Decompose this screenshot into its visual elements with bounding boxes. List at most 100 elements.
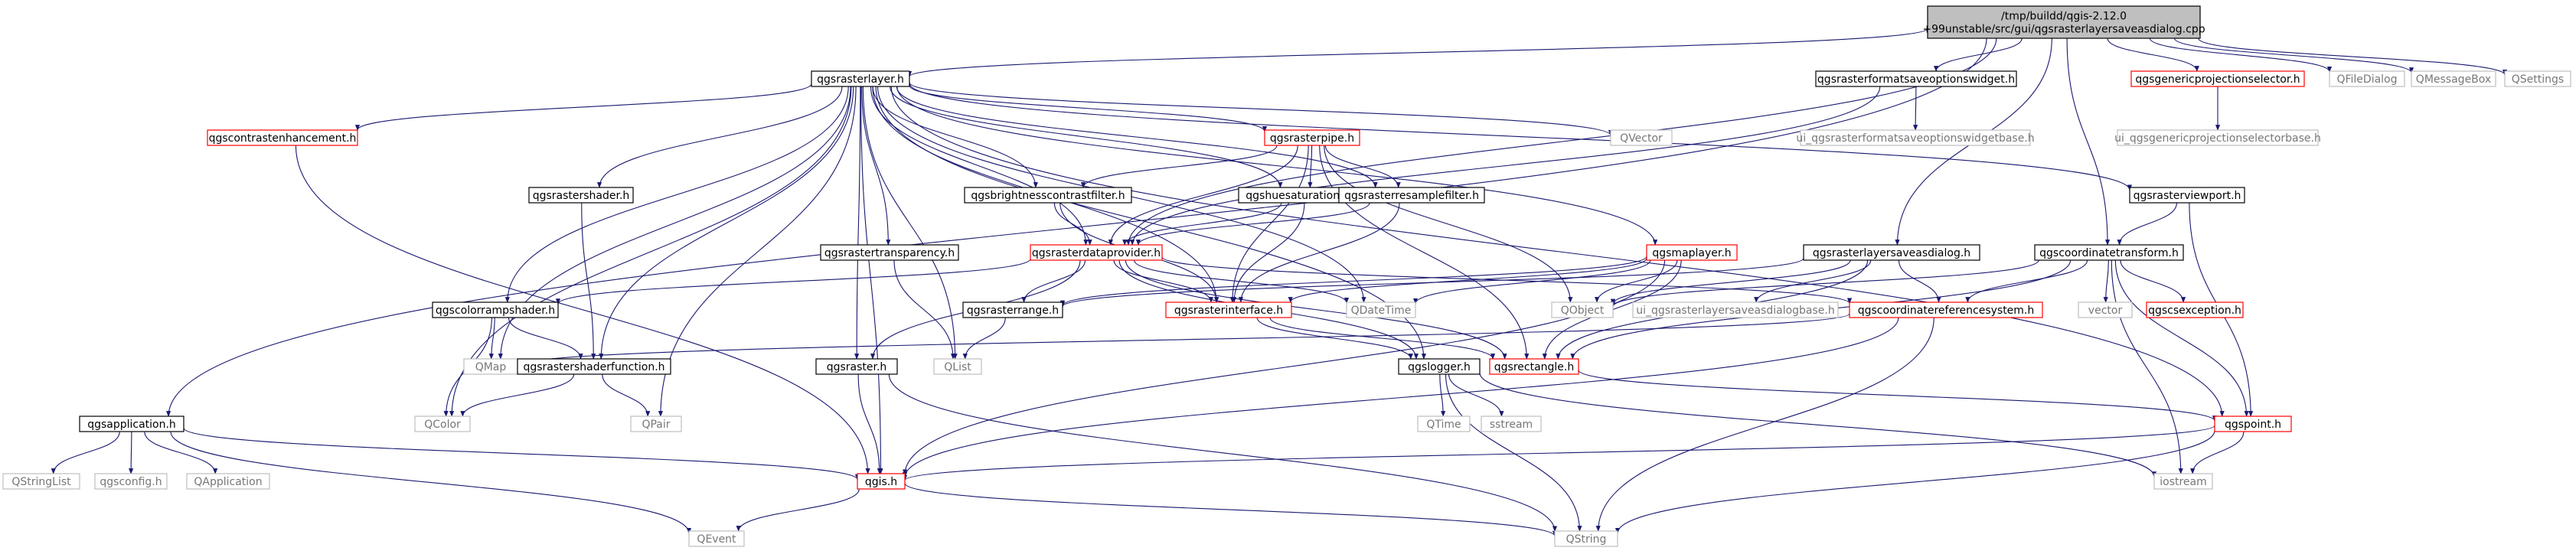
- node-box: [1551, 301, 1614, 318]
- node-qgsrasterpipe[interactable]: qgsrasterpipe.h: [1264, 129, 1360, 146]
- edge-qgsrastershaderfunction-to-qpair: [602, 373, 651, 417]
- node-qgsapplication[interactable]: qgsapplication.h: [79, 416, 184, 432]
- node-box: [1264, 129, 1360, 146]
- node-label: QSettings: [2512, 73, 2564, 86]
- node-qgsrastershaderfunction[interactable]: qgsrastershaderfunction.h: [517, 358, 671, 375]
- node-qsettings: QSettings: [2504, 70, 2571, 87]
- edge-qgsrasterlayer-to-qgscontrastenhancement: [355, 83, 812, 131]
- node-label: qgsrasterdataprovider.h: [1032, 247, 1161, 259]
- node-label: qgsmaplayer.h: [1652, 247, 1731, 259]
- node-label: sstream: [1490, 419, 1533, 431]
- node-qcolor: QColor: [414, 416, 471, 432]
- edge-qgsrasterlayer-to-qpair: [658, 86, 857, 417]
- node-qgscontrastenhancement[interactable]: qgscontrastenhancement.h: [207, 129, 358, 146]
- edge-qgis-to-qstring: [904, 483, 1557, 537]
- edge-qgsapplication-to-qgis: [183, 427, 860, 481]
- node-qevent: QEvent: [688, 530, 745, 547]
- node-box: [1803, 244, 1980, 261]
- node-box: [2034, 244, 2184, 261]
- node-label: qgscoordinatetransform.h: [2039, 247, 2179, 259]
- node-qmessagebox: QMessageBox: [2411, 70, 2496, 87]
- node-qmap: QMap: [463, 358, 518, 375]
- node-qgspoint[interactable]: qgspoint.h: [2214, 416, 2292, 432]
- node-qobject: QObject: [1551, 301, 1614, 318]
- node-qgsrasterlayersaveasdialog[interactable]: qgsrasterlayersaveasdialog.h: [1803, 244, 1980, 261]
- edge-qgsrasterformatsaveoptionswidget-to-qgsrasterdataprovider: [1130, 86, 1881, 246]
- edge-qgsrasterpipe-to-qgsrasterresamplefilter: [1324, 145, 1401, 188]
- node-qgsrasterresamplefilter[interactable]: qgsrasterresamplefilter.h: [1338, 187, 1485, 204]
- node-root[interactable]: /tmp/buildd/qgis-2.12.0+99unstable/src/g…: [1922, 5, 2205, 39]
- node-qgis[interactable]: qgis.h: [857, 473, 906, 490]
- node-qgsmaplayer[interactable]: qgsmaplayer.h: [1646, 244, 1738, 261]
- node-qgscoordinatereferencesystem[interactable]: qgscoordinatereferencesystem.h: [1849, 301, 2043, 318]
- node-label: qgspoint.h: [2225, 419, 2281, 431]
- edge-qgsrasterinterface-to-qgsrectangle: [1269, 317, 1496, 360]
- edge-qgsrastershader-to-qgsrastershaderfunction: [581, 202, 596, 360]
- node-label: vector: [2088, 305, 2123, 317]
- edge-qgscoordinatereferencesystem-to-qstring: [1595, 317, 1934, 532]
- node-qpair: QPair: [630, 416, 682, 432]
- edge-qgsrasterdataprovider-to-qdatetime: [1134, 259, 1350, 304]
- node-box: [2214, 416, 2292, 432]
- edge-qgslogger-to-qtime: [1439, 373, 1446, 417]
- node-box: [815, 358, 898, 375]
- node-label: /tmp/buildd/qgis-2.12.0: [2001, 11, 2127, 23]
- node-qgsrasterdataprovider[interactable]: qgsrasterdataprovider.h: [1030, 244, 1163, 261]
- node-label: qgsrastertransparency.h: [824, 247, 955, 259]
- node-qgsbrightnesscontrastfilter[interactable]: qgsbrightnesscontrastfilter.h: [964, 187, 1132, 204]
- edge-root-to-qgsrasterlayer: [907, 28, 1928, 77]
- node-qgsrasterrange[interactable]: qgsrasterrange.h: [962, 301, 1063, 318]
- edge-qgsrasterlayer-to-qgsrastershaderfunction: [599, 86, 854, 360]
- edge-qgsrasterlayer-to-qcolor: [449, 86, 852, 417]
- node-box: [1610, 129, 1673, 146]
- edge-qgsrasterlayersaveasdialog-to-qgsrasterrange: [1060, 258, 1804, 308]
- edge-qgsmaplayer-to-qgsrasterrange: [1060, 256, 1647, 307]
- node-label: iostream: [2160, 476, 2207, 488]
- edge-qgsapplication-to-qstringlist: [51, 431, 120, 474]
- node-label: qgslogger.h: [1408, 361, 1471, 373]
- edge-qgsrasterlayer-to-qgsrastershader: [596, 86, 843, 188]
- edge-root-to-qgsgenericprojectionselector: [2107, 37, 2199, 72]
- nodes-layer: /tmp/buildd/qgis-2.12.0+99unstable/src/g…: [2, 5, 2571, 547]
- node-qstring: QString: [1554, 530, 1618, 547]
- node-qgscolorrampshader[interactable]: qgscolorrampshader.h: [432, 301, 559, 318]
- node-label: qgscsexception.h: [2148, 305, 2241, 317]
- node-box: [2117, 129, 2319, 146]
- edge-qgsrasterlayer-to-qgshuesaturationfilter: [890, 86, 1283, 188]
- edge-qgsrasterlayer-to-qgsrasterresamplefilter: [896, 86, 1378, 188]
- edge-qgsrasterlayer-to-qgsrastertransparency: [861, 86, 891, 246]
- edge-qgsrasterlayer-to-qgslogger: [875, 86, 1426, 360]
- node-qgscoordinatetransform[interactable]: qgscoordinatetransform.h: [2034, 244, 2184, 261]
- node-qgsrastershader[interactable]: qgsrastershader.h: [528, 187, 634, 204]
- node-box: [1165, 301, 1292, 318]
- edge-qgspoint-to-qgis: [903, 425, 2215, 481]
- node-qgscsexception[interactable]: qgscsexception.h: [2146, 301, 2244, 318]
- node-vector: vector: [2078, 301, 2133, 318]
- node-ui_qgsgenericprojectionselectorbase: ui_qgsgenericprojectionselectorbase.h: [2114, 129, 2321, 146]
- node-qtime: QTime: [1417, 416, 1471, 432]
- node-box: [2146, 301, 2244, 318]
- edge-qgsrasterrange-to-qlist: [962, 317, 1006, 360]
- node-label: qgsrasterresamplefilter.h: [1344, 190, 1479, 202]
- node-qgsrasterlayer[interactable]: qgsrasterlayer.h: [811, 70, 910, 87]
- node-qgsrasterformatsaveoptionswidget[interactable]: qgsrasterformatsaveoptionswidget.h: [1815, 70, 2017, 87]
- node-qgsrectangle[interactable]: qgsrectangle.h: [1489, 358, 1579, 375]
- node-qstringlist: QStringList: [2, 473, 80, 490]
- node-qgslogger[interactable]: qgslogger.h: [1398, 358, 1481, 375]
- edge-qgsrasterpipe-to-qgsbrightnesscontrastfilter: [1080, 145, 1278, 188]
- node-qgsgenericprojectionselector[interactable]: qgsgenericprojectionselector.h: [2130, 70, 2305, 87]
- edge-qgscoordinatetransform-to-qobject: [1611, 259, 2039, 308]
- edge-qgspoint-to-iostream: [2190, 431, 2245, 474]
- edge-qgscolorrampshader-to-qgsrastershaderfunction: [508, 317, 583, 360]
- node-qgsraster[interactable]: qgsraster.h: [815, 358, 898, 375]
- edge-qgslogger-to-iostream: [1479, 373, 2156, 477]
- node-qdatetime: QDateTime: [1346, 301, 1416, 318]
- edge-qgscoordinatetransform-to-qgscoordinatereferencesystem: [1965, 259, 2088, 303]
- node-ui_qgsrasterformatsaveoptionswidgetbase: ui_qgsrasterformatsaveoptionswidgetbase.…: [1796, 129, 2035, 146]
- node-qgsrasterviewport[interactable]: qgsrasterviewport.h: [2129, 187, 2245, 204]
- node-box: [1632, 301, 1839, 318]
- node-qgsrasterinterface[interactable]: qgsrasterinterface.h: [1165, 301, 1292, 318]
- edge-qgsrasterdataprovider-to-qgscolorrampshader: [556, 258, 1031, 305]
- node-qgsrastertransparency[interactable]: qgsrastertransparency.h: [820, 244, 959, 261]
- node-box: [1800, 129, 2031, 146]
